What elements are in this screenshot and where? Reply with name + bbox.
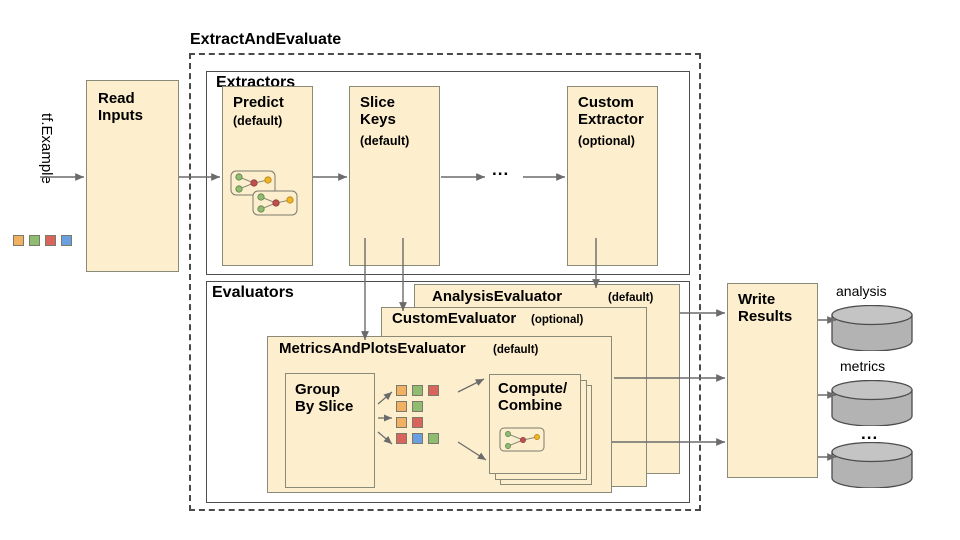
extract-and-evaluate-boundary (189, 53, 701, 511)
diagram-title: ExtractAndEvaluate (190, 31, 342, 48)
input-swatch (13, 235, 24, 246)
slice-square (396, 433, 407, 444)
slice-square (396, 385, 407, 396)
evaluator-custom-name: CustomEvaluator (392, 310, 517, 327)
slice-grid (396, 385, 466, 465)
input-swatch (45, 235, 56, 246)
extractor-ellipsis: ... (492, 160, 510, 179)
evaluator-metrics-name: MetricsAndPlotsEvaluator (279, 340, 466, 357)
input-swatch (29, 235, 40, 246)
extractor-slice-keys[interactable]: Slice Keys (default) (349, 86, 440, 266)
cylinder-icon (831, 442, 913, 488)
stage-read-inputs[interactable]: Read Inputs (86, 80, 179, 272)
slice-square (412, 433, 423, 444)
input-swatch (61, 235, 72, 246)
input-swatches (13, 235, 73, 249)
slice-square (396, 417, 407, 428)
output-label-metrics: metrics (840, 358, 886, 374)
group-evaluators-label: Evaluators (212, 284, 294, 301)
cylinder-icon (831, 305, 913, 351)
group-by-slice-label: Group By Slice (295, 381, 354, 415)
output-label-analysis: analysis (836, 283, 887, 299)
compute-combine-label: Compute/ Combine (498, 380, 568, 414)
extractor-custom-qualifier: (optional) (578, 134, 635, 148)
evaluator-metrics-and-plots[interactable]: MetricsAndPlotsEvaluator (default) Group… (267, 336, 612, 493)
evaluator-custom-qualifier: (optional) (531, 314, 584, 326)
extractor-predict-name: Predict (233, 94, 284, 111)
slice-square (412, 385, 423, 396)
extractor-slice-keys-name: Slice Keys (360, 94, 396, 128)
model-graph-icon (230, 170, 298, 216)
read-inputs-label: Read Inputs (98, 90, 143, 124)
extractor-slice-keys-qualifier: (default) (360, 134, 410, 148)
stage-write-results[interactable]: Write Results (727, 283, 818, 478)
slice-square (412, 417, 423, 428)
extractor-predict-qualifier: (default) (233, 114, 283, 128)
step-group-by-slice[interactable]: Group By Slice (285, 373, 375, 488)
write-results-label: Write Results (738, 291, 793, 325)
slice-square (412, 401, 423, 412)
evaluator-analysis-qualifier: (default) (608, 292, 654, 304)
extractor-custom-name: Custom Extractor (578, 94, 644, 128)
step-compute-combine[interactable]: Compute/ Combine (489, 374, 581, 474)
evaluator-metrics-qualifier: (default) (493, 344, 539, 356)
extractor-custom[interactable]: Custom Extractor (optional) (567, 86, 658, 266)
cylinder-icon (831, 380, 913, 426)
slice-square (396, 401, 407, 412)
slice-square (428, 385, 439, 396)
slice-square (428, 433, 439, 444)
input-label-tf-example: tf.Example (38, 113, 55, 184)
extractor-predict[interactable]: Predict (default) (222, 86, 313, 266)
evaluator-analysis-name: AnalysisEvaluator (432, 288, 563, 305)
output-label-ellipsis: ... (861, 424, 879, 443)
model-graph-icon (499, 427, 545, 452)
